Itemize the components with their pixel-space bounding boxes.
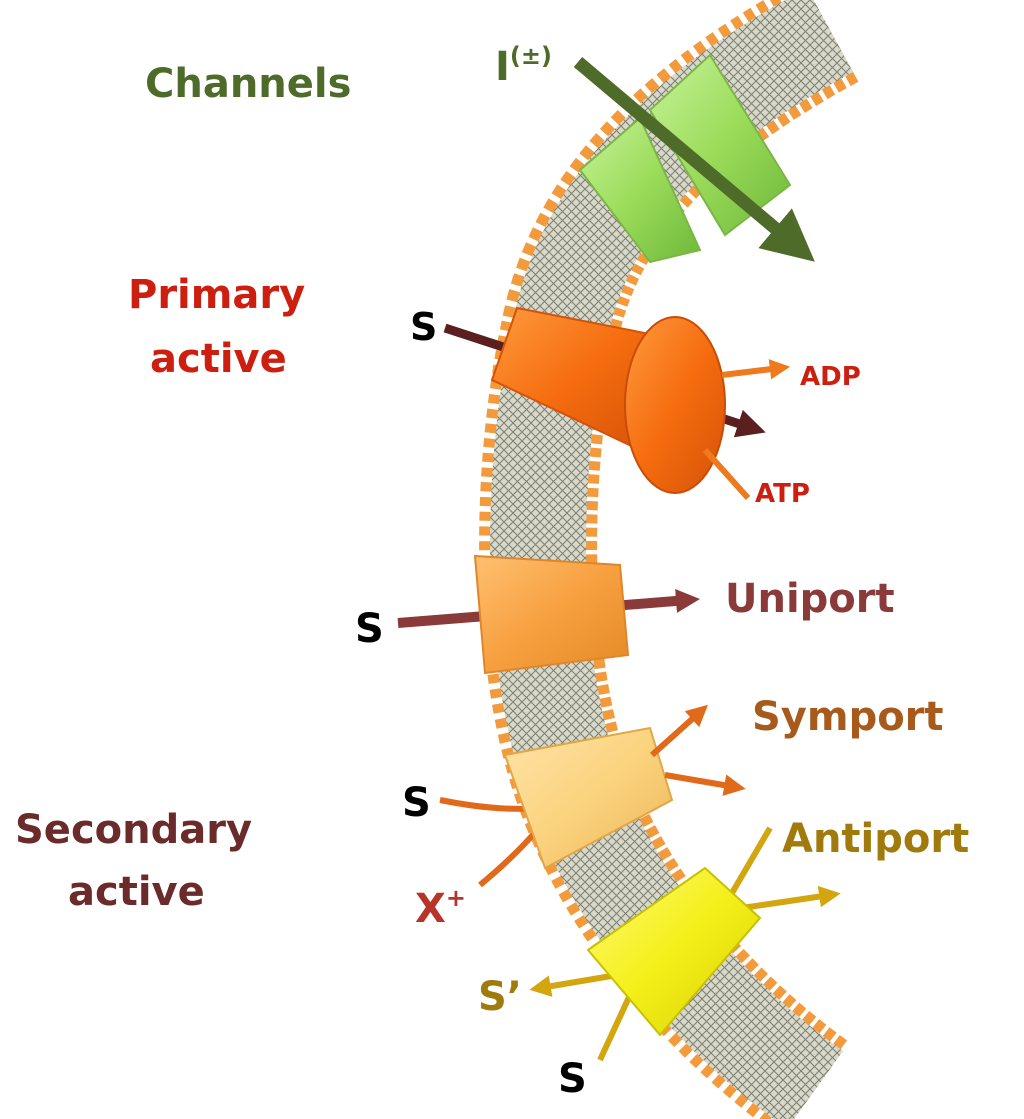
secondary-label-line2: active: [68, 869, 205, 915]
antiport-body: [586, 866, 762, 1037]
symport-label: Symport: [752, 694, 944, 740]
antiport-label: Antiport: [782, 816, 969, 862]
pump-atpase-head: [624, 316, 726, 494]
ion-main: I: [495, 44, 510, 90]
primary-s-label: S: [410, 305, 437, 349]
primary-active-pump: [443, 306, 791, 501]
x-ion-main: X: [415, 886, 446, 932]
atp-label: ATP: [755, 479, 810, 509]
ion-superscript: (±): [510, 42, 552, 70]
ion-label: I(±): [495, 42, 552, 90]
uniport-label: Uniport: [725, 576, 895, 622]
channels-label: Channels: [145, 61, 351, 107]
s-prime-label: S’: [478, 974, 522, 1020]
uniport-body: [473, 554, 630, 675]
adp-label: ADP: [800, 362, 861, 392]
channel-lower-half: [578, 116, 702, 264]
antiport-transporter: [529, 826, 841, 1062]
primary-label-line1: Primary: [128, 272, 305, 318]
antiport-s-label: S: [558, 1056, 587, 1102]
primary-label-line2: active: [150, 336, 287, 382]
x-ion-superscript: +: [446, 884, 466, 912]
atp-line: [702, 447, 751, 501]
channel-arrow: [573, 57, 815, 262]
channel-protein: [573, 53, 815, 264]
symport-arrow-up: [649, 704, 709, 758]
x-ion-label: X+: [415, 884, 466, 932]
uniport-s-label: S: [355, 606, 384, 652]
antiport-arrow-right: [741, 885, 841, 911]
uniport-transporter: [397, 554, 700, 675]
channel-upper-half: [648, 53, 792, 237]
adp-arrow: [721, 359, 791, 380]
antiport-bottom-line: [597, 993, 633, 1062]
symport-arrow-right: [664, 772, 746, 796]
symport-s-label: S: [402, 780, 431, 826]
symport-transporter: [439, 704, 746, 888]
secondary-label-line1: Secondary: [15, 807, 252, 853]
symport-body: [503, 726, 674, 870]
